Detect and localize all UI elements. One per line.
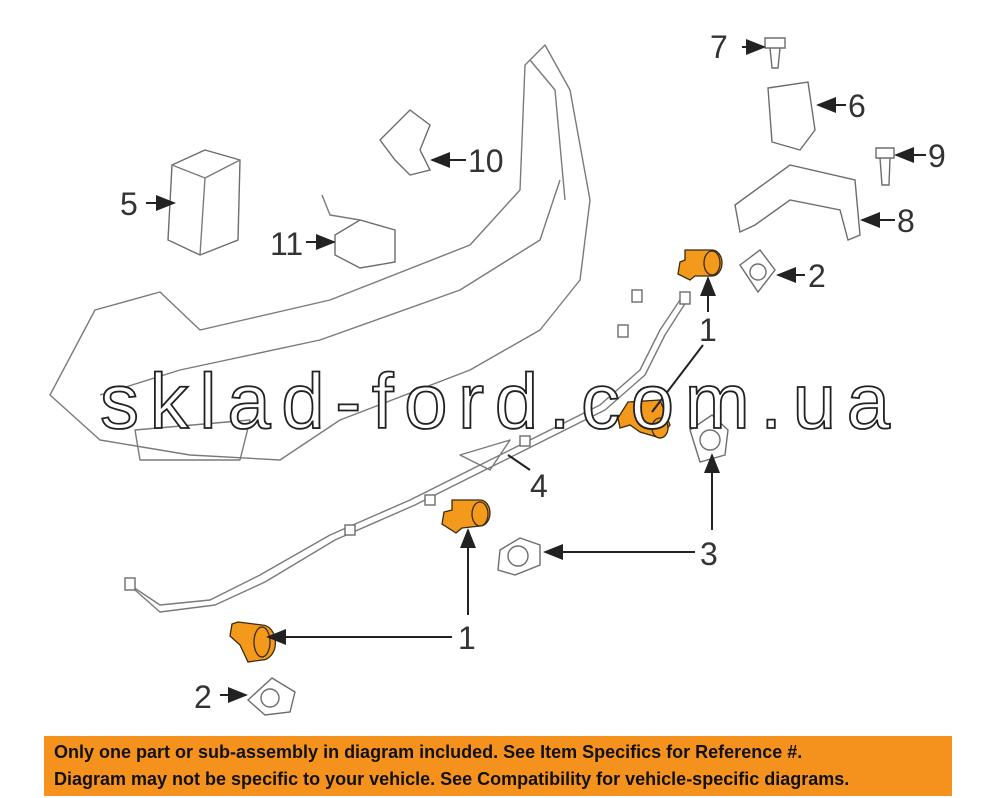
callout-10: 10 — [468, 143, 504, 179]
callout-7: 7 — [710, 29, 728, 65]
part-11-bracket — [321, 194, 396, 269]
parts-diagram: 7 6 9 8 10 5 11 2 1 4 3 1 2 sklad-ford.c… — [49, 29, 946, 716]
part-9-bolt — [875, 147, 895, 186]
callout-9: 9 — [928, 138, 946, 174]
part-6-module — [767, 81, 816, 151]
part-2-retainer-upper — [739, 249, 776, 294]
part-1-sensor-center — [441, 499, 491, 534]
part-7-bolt — [764, 37, 786, 69]
callout-6: 6 — [848, 88, 866, 124]
callout-2-lower: 2 — [194, 679, 212, 715]
disclaimer-banner: Only one part or sub-assembly in diagram… — [44, 736, 952, 796]
callout-5: 5 — [120, 186, 138, 222]
part-1-sensor-top — [677, 249, 723, 281]
callout-8: 8 — [897, 203, 915, 239]
callout-11: 11 — [270, 226, 303, 262]
part-3-retainer-right — [689, 414, 729, 463]
part-2-retainer-lower — [246, 677, 296, 716]
part-4-wiring-harness — [124, 289, 691, 613]
watermark-text: sklad-ford.com.ua — [100, 357, 891, 445]
callout-4: 4 — [530, 468, 548, 504]
disclaimer-line-2: Diagram may not be specific to your vehi… — [54, 769, 850, 789]
disclaimer-line-1: Only one part or sub-assembly in diagram… — [54, 742, 803, 762]
callout-1-lower: 1 — [458, 620, 476, 656]
part-5-module — [167, 149, 241, 256]
part-8-bracket — [734, 164, 861, 241]
part-1-sensor-middle — [617, 399, 671, 439]
callout-arrows — [146, 39, 926, 703]
rear-bumper-cover — [49, 44, 591, 461]
callout-1-upper: 1 — [699, 312, 717, 348]
callout-2-upper: 2 — [808, 258, 826, 294]
callout-3: 3 — [700, 536, 718, 572]
part-10-sensor — [379, 109, 432, 176]
part-1-sensor-lower — [229, 621, 277, 663]
part-3-retainer-center — [497, 537, 541, 576]
